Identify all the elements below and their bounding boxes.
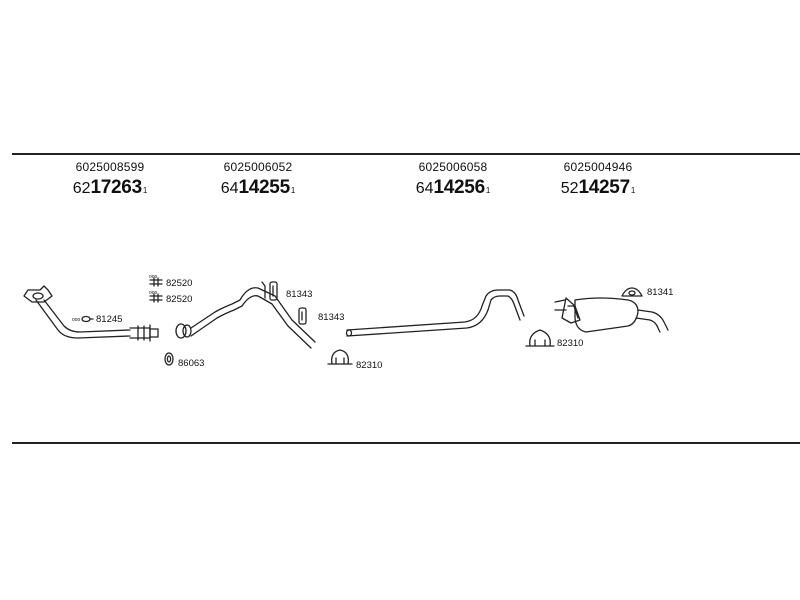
part-number-prefix: 62 [72,180,91,197]
label-rubber-mount: 81341 [647,287,673,298]
spring-icon [164,352,174,366]
part-number-main: 14256 [433,177,486,198]
part-number-prefix: 52 [560,180,579,197]
gasket-prefix-mark: ooo [72,317,81,323]
header-column-2: 6025006052 64142551 [193,160,323,200]
part-number-mark: 1 [630,186,636,195]
header-column-4: 6025004946 52142571 [533,160,663,200]
reference-number: 6025004946 [563,160,633,174]
header-column-3: 6025006058 64142561 [388,160,518,200]
part-number: 64142551 [193,177,323,200]
part-number: 64142561 [388,177,518,200]
bolt-lower-icon [149,293,163,303]
rubber-mount-icon [621,287,643,297]
part-number-prefix: 64 [415,180,434,197]
hanger-mid-icon [298,307,307,325]
front-flange [23,285,53,303]
intermediate-pipe [175,287,316,349]
part-number-mark: 1 [485,186,491,195]
clamp-rear-icon [525,329,555,347]
reference-number: 6025006058 [418,160,488,174]
bolt-upper-icon [149,277,163,287]
reference-number: 6025008599 [75,160,145,174]
reference-number: 6025006052 [223,160,293,174]
front-pipe [23,285,159,342]
part-number: 62172631 [45,177,175,200]
rear-muffler [554,297,669,333]
part-number-mark: 1 [290,186,296,195]
top-rule [12,153,800,155]
label-bolt-lower: 82520 [166,294,192,305]
part-number-main: 14255 [238,177,291,198]
part-number-main: 14257 [578,177,631,198]
clamp-mid-icon [327,349,353,365]
bolt-lower-prefix-mark: ooo [149,290,158,296]
bolt-upper-prefix-mark: ooo [149,274,158,280]
bottom-rule [12,442,800,444]
part-number-prefix: 64 [220,180,239,197]
label-clamp-rear: 82310 [557,338,583,349]
label-hanger-mid: 81343 [318,312,344,323]
header-column-1: 6025008599 62172631 [45,160,175,200]
label-bolt-upper: 82520 [166,278,192,289]
label-hanger-top: 81343 [286,289,312,300]
part-number-mark: 1 [142,186,148,195]
label-clamp-mid: 82310 [356,360,382,371]
part-number-main: 17263 [90,177,143,198]
part-number: 52142571 [533,177,663,200]
label-gasket-front: 81245 [96,314,122,325]
middle-pipe [345,289,525,337]
hanger-top-icon [261,281,278,301]
label-spring: 86063 [178,358,204,369]
gasket-front [81,315,94,323]
